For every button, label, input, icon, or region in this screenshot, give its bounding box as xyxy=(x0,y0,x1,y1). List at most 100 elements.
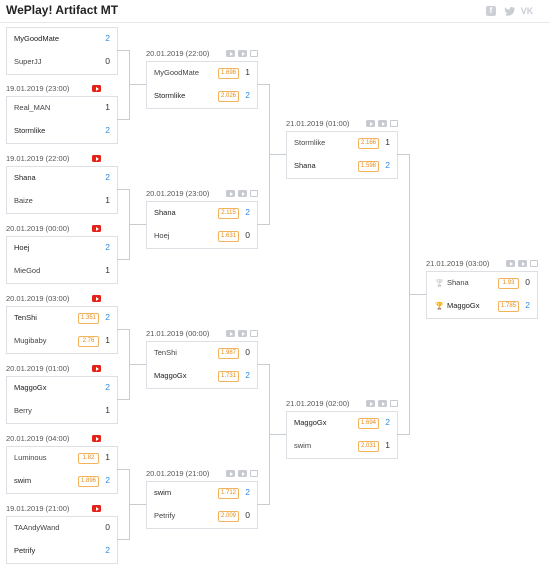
video-icon[interactable] xyxy=(226,190,235,197)
betting-odds[interactable]: 2.115 xyxy=(218,208,239,219)
betting-odds[interactable]: 2.031 xyxy=(358,441,379,452)
stream-icon[interactable] xyxy=(378,400,387,407)
player-name: Petrify xyxy=(154,511,176,520)
player-score: 2 xyxy=(105,312,110,322)
youtube-icon[interactable] xyxy=(92,295,101,302)
betting-odds[interactable]: 1.598 xyxy=(358,161,379,172)
bracket-connector xyxy=(117,50,129,51)
stream-icon[interactable] xyxy=(238,470,247,477)
stream-icon[interactable] xyxy=(378,120,387,127)
betting-odds[interactable]: 2.026 xyxy=(218,91,239,102)
chat-icon[interactable] xyxy=(250,470,258,477)
vk-icon[interactable]: VK xyxy=(520,6,534,16)
chat-icon[interactable] xyxy=(390,400,398,407)
betting-odds[interactable]: 1.896 xyxy=(78,476,99,487)
betting-odds[interactable]: 1.987 xyxy=(218,348,239,359)
chat-icon[interactable] xyxy=(250,190,258,197)
chat-icon[interactable] xyxy=(390,120,398,127)
betting-odds[interactable]: 1.631 xyxy=(218,231,239,242)
chat-icon[interactable] xyxy=(250,50,258,57)
youtube-icon[interactable] xyxy=(92,155,101,162)
video-icon[interactable] xyxy=(366,400,375,407)
stream-icon[interactable] xyxy=(518,260,527,267)
player-name: MaggoGx xyxy=(154,371,187,380)
youtube-icon[interactable] xyxy=(92,435,101,442)
video-icon[interactable] xyxy=(226,50,235,57)
stream-icon[interactable] xyxy=(238,190,247,197)
youtube-icon[interactable] xyxy=(92,365,101,372)
betting-odds[interactable]: 1.82 xyxy=(78,453,99,464)
betting-odds[interactable]: 1.93 xyxy=(498,278,519,289)
betting-odds[interactable]: 1.351 xyxy=(78,313,99,324)
chat-icon[interactable] xyxy=(530,260,538,267)
betting-odds[interactable]: 1.731 xyxy=(218,371,239,382)
betting-odds[interactable]: 1.712 xyxy=(218,488,239,499)
video-icon[interactable] xyxy=(226,330,235,337)
video-icon[interactable] xyxy=(226,470,235,477)
betting-odds[interactable]: 2.009 xyxy=(218,511,239,522)
stream-icon[interactable] xyxy=(238,330,247,337)
video-icon[interactable] xyxy=(366,120,375,127)
bracket-connector xyxy=(129,84,146,85)
youtube-icon[interactable] xyxy=(92,225,101,232)
stream-icon[interactable] xyxy=(238,50,247,57)
betting-odds[interactable]: 1.785 xyxy=(498,301,519,312)
betting-odds[interactable]: 1.694 xyxy=(358,418,379,429)
betting-odds[interactable]: 2.166 xyxy=(358,138,379,149)
player-score: 1 xyxy=(245,67,250,77)
betting-odds[interactable]: 2.76 xyxy=(78,336,99,347)
twitter-icon[interactable] xyxy=(503,5,515,17)
youtube-icon[interactable] xyxy=(92,85,101,92)
facebook-icon[interactable]: f xyxy=(485,5,497,17)
video-icon[interactable] xyxy=(506,260,515,267)
chat-icon[interactable] xyxy=(250,330,258,337)
betting-odds[interactable]: 1.698 xyxy=(218,68,239,79)
youtube-icon[interactable] xyxy=(92,505,101,512)
